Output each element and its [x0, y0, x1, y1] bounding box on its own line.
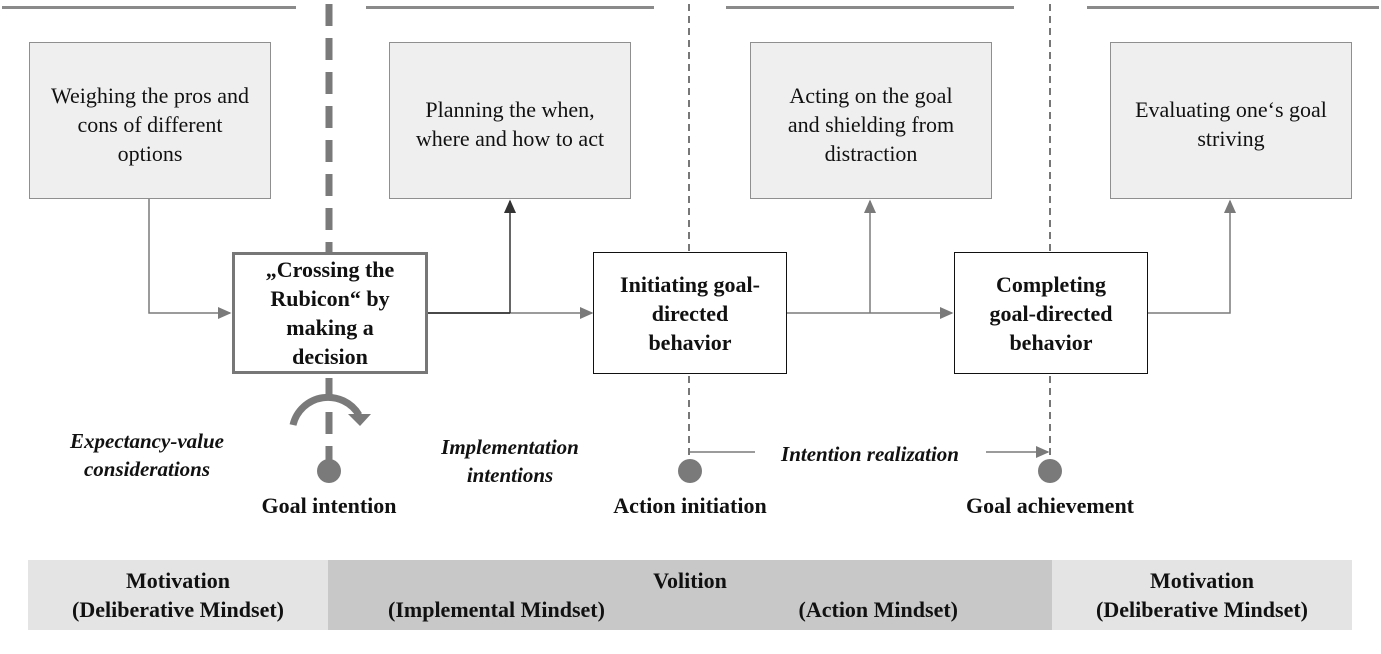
band-motivation-right-sub: (Deliberative Mindset): [1096, 597, 1308, 622]
phase-box-planning: Planning the when, where and how to act: [389, 42, 631, 199]
band-volition-implemental: (Implemental Mindset): [388, 597, 605, 622]
arrow-weighing-to-rubicon: [148, 198, 232, 319]
milestone-goal-intention: Goal intention: [261, 493, 397, 518]
annotation-intention-realization: Intention realization: [781, 442, 959, 466]
phase-box-weighing: Weighing the pros and cons of different …: [29, 42, 271, 199]
goal-achievement-dot: [1038, 459, 1062, 483]
top-bar-4: [1087, 6, 1379, 9]
band-motivation-left: Motivation (Deliberative Mindset): [28, 560, 328, 630]
node-crossing-rubicon: „Crossing the Rubicon“ by making a decis…: [232, 252, 428, 374]
band-motivation-left-title: Motivation: [126, 568, 230, 593]
annotation-implementation-intentions: Implementation intentions: [441, 435, 579, 487]
node-initiating: Initiating goal-directed behavior: [593, 252, 787, 374]
milestone-action-initiation: Action initiation: [613, 493, 767, 518]
goal-intention-dot: [317, 459, 341, 483]
node-completing: Completing goal-directed behavior: [954, 252, 1148, 374]
phase-box-evaluating-text: Evaluating one‘s goal striving: [1135, 97, 1327, 151]
crossing-arrow-icon: [289, 393, 363, 426]
node-crossing-rubicon-text: „Crossing the Rubicon“ by making a decis…: [265, 257, 395, 369]
action-initiation-dot: [678, 459, 702, 483]
band-motivation-right-title: Motivation: [1150, 568, 1254, 593]
band-motivation-left-sub: (Deliberative Mindset): [72, 597, 284, 622]
milestone-goal-achievement: Goal achievement: [965, 493, 1135, 518]
band-volition-title: Volition: [653, 568, 727, 593]
band-volition-action: (Action Mindset): [798, 597, 958, 622]
phase-box-evaluating: Evaluating one‘s goal striving: [1110, 42, 1352, 199]
band-volition-subrow: (Implemental Mindset) (Action Mindset): [328, 595, 1052, 624]
node-completing-text: Completing goal-directed behavior: [989, 271, 1113, 355]
arrow-to-evaluating: [1147, 199, 1236, 314]
top-bar-1: [2, 6, 296, 9]
phase-box-acting: Acting on the goal and shielding from di…: [750, 42, 992, 199]
band-motivation-right: Motivation (Deliberative Mindset): [1052, 560, 1352, 630]
top-bar-3: [726, 6, 1014, 9]
annotation-expectancy-value: Expectancy-value considerations: [70, 429, 224, 481]
node-initiating-text: Initiating goal-directed behavior: [620, 271, 760, 355]
phase-box-planning-text: Planning the when, where and how to act: [415, 97, 605, 151]
phase-box-acting-text: Acting on the goal and shielding from di…: [787, 83, 955, 166]
phase-box-weighing-text: Weighing the pros and cons of different …: [50, 83, 250, 166]
top-bar-2: [366, 6, 654, 9]
band-volition: Volition (Implemental Mindset) (Action M…: [328, 560, 1052, 630]
